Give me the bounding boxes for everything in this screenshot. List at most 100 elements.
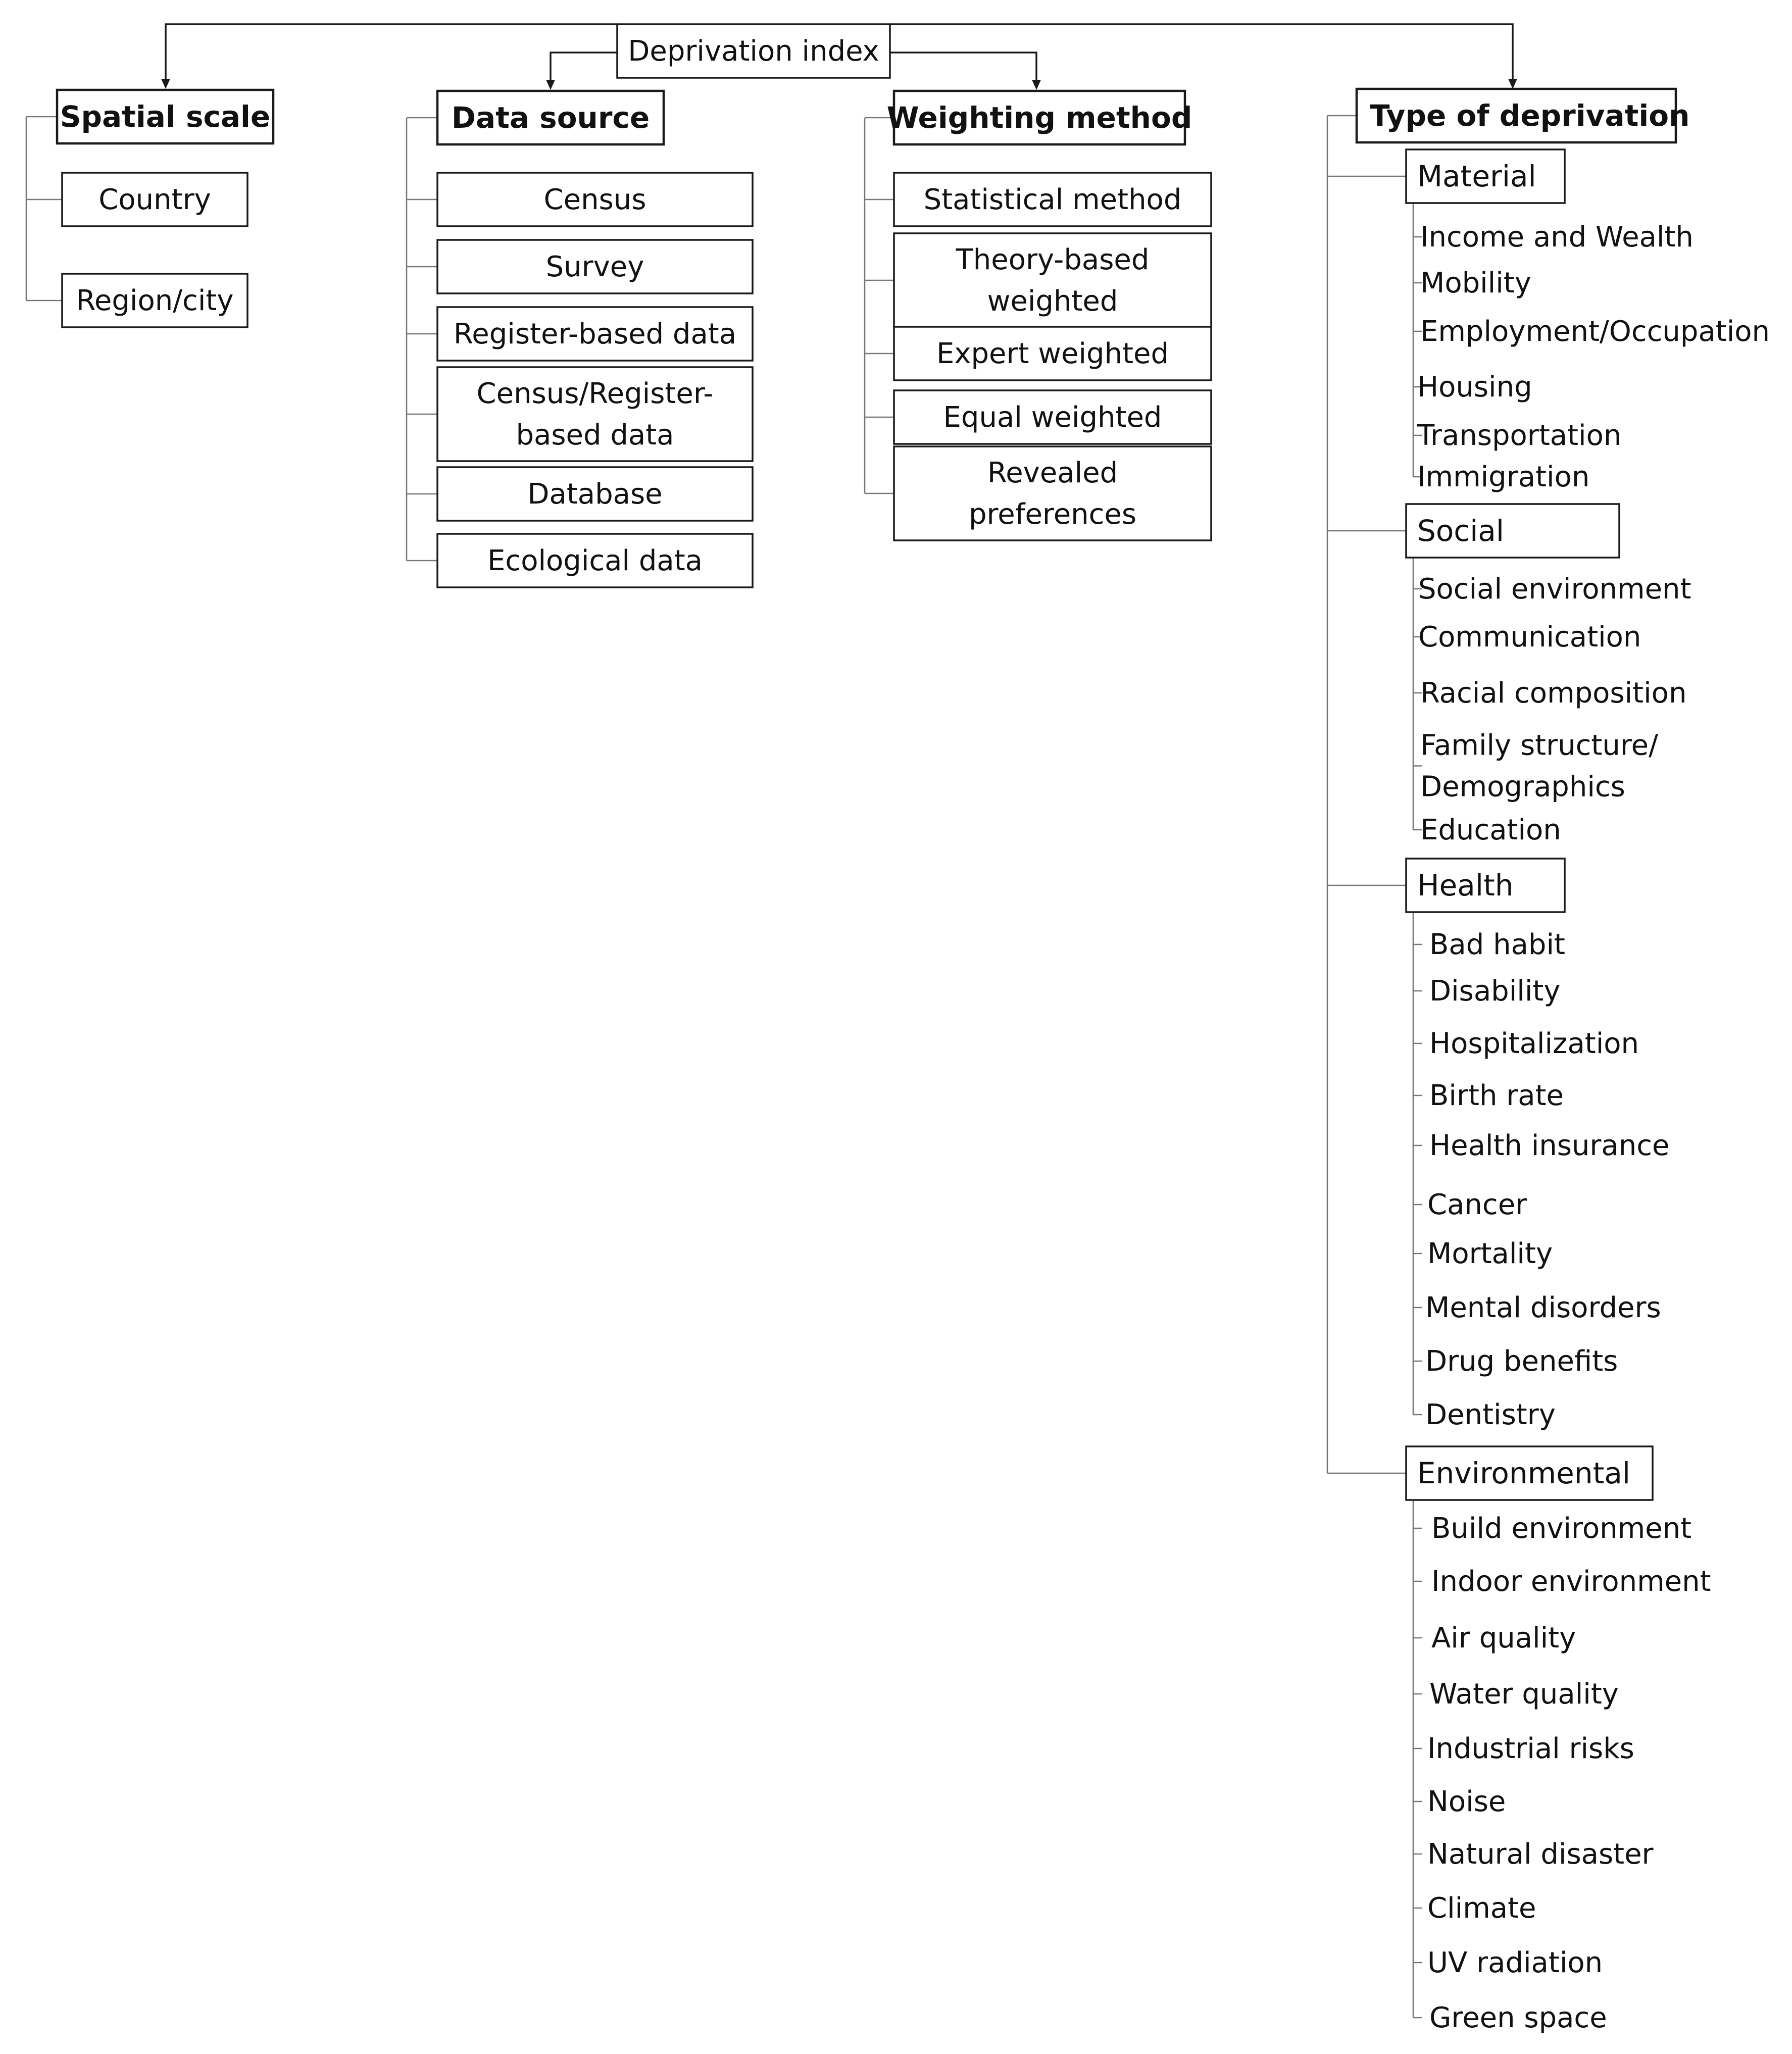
group-environmental-label: Environmental xyxy=(1417,1456,1630,1490)
group-material-frame xyxy=(1405,148,1566,204)
group-material-item-transportation: Transportation xyxy=(1417,419,1621,452)
group-environmental-item-natural-disaster: Natural disaster xyxy=(1427,1838,1654,1871)
weighting-method-item-equal-weighted-frame xyxy=(893,389,1212,445)
group-environmental-item-noise: Noise xyxy=(1427,1785,1506,1818)
root-node-deprivation-index-frame xyxy=(616,23,891,79)
data-source-item-census-frame xyxy=(436,172,754,227)
weighting-method-item-statistical-method-frame xyxy=(893,172,1212,227)
data-source-item-database: Database xyxy=(436,466,754,522)
group-health-item-mortality: Mortality xyxy=(1427,1237,1553,1270)
group-material-item-housing: Housing xyxy=(1417,371,1532,404)
weighting-method-item-expert-weighted-label: Expert weighted xyxy=(936,337,1169,370)
group-health-frame xyxy=(1405,858,1566,913)
data-source-item-ecological-data-frame xyxy=(436,533,754,588)
weighting-method-item-statistical-method-label: Statistical method xyxy=(924,183,1182,216)
group-health-label: Health xyxy=(1417,868,1513,903)
data-source-item-register-based-data-label: Register-based data xyxy=(454,318,736,350)
category-data-source-label: Data source xyxy=(452,101,650,135)
arrowhead-spatial-scale-icon xyxy=(161,79,170,89)
group-material-item-employment-occupation: Employment/Occupation xyxy=(1420,315,1770,348)
arrowhead-data-source-icon xyxy=(546,80,555,90)
group-health-item-bad-habit: Bad habit xyxy=(1429,928,1565,961)
group-social: Social xyxy=(1405,503,1620,559)
group-health-item-mental-disorders: Mental disorders xyxy=(1425,1291,1661,1324)
group-environmental-item-water-quality: Water quality xyxy=(1429,1678,1619,1711)
group-social-item-education: Education xyxy=(1420,814,1561,846)
category-type-of-deprivation-label: Type of deprivation xyxy=(1370,98,1689,133)
group-social-item-family-structure-demographics: Family structure/Demographics xyxy=(1420,729,1658,803)
group-environmental-frame xyxy=(1405,1445,1654,1501)
data-source-item-census-register-based-data-frame xyxy=(436,366,754,462)
category-type-of-deprivation-frame xyxy=(1355,87,1677,144)
group-environmental-item-climate: Climate xyxy=(1427,1892,1536,1925)
category-weighting-method-label: Weighting method xyxy=(887,101,1192,135)
group-social-label: Social xyxy=(1417,514,1504,548)
spatial-scale-item-country-frame xyxy=(61,172,248,227)
data-source-item-database-label: Database xyxy=(527,478,662,511)
group-material-item-immigration: Immigration xyxy=(1417,461,1589,493)
connector-root-type-of-deprivation xyxy=(890,23,1514,83)
data-source-item-ecological-data-label: Ecological data xyxy=(487,544,703,577)
category-spatial-scale-label: Spatial scale xyxy=(60,99,271,134)
weighting-method-item-theory-based-weighted-frame xyxy=(893,232,1212,328)
connector-root-spatial-scale xyxy=(165,23,617,83)
arrowhead-type-of-deprivation-icon xyxy=(1508,79,1517,89)
arrowhead-weighting-method-icon xyxy=(1032,80,1041,90)
category-spatial-scale-frame xyxy=(56,88,275,145)
group-material-item-income-and-wealth: Income and Wealth xyxy=(1420,221,1694,254)
category-type-of-deprivation: Type of deprivation xyxy=(1355,87,1689,144)
spatial-scale-item-region-city: Region/city xyxy=(61,273,248,328)
category-weighting-method-frame xyxy=(892,89,1186,146)
group-environmental-item-industrial-risks: Industrial risks xyxy=(1427,1732,1634,1765)
group-material-label: Material xyxy=(1417,159,1536,193)
spatial-scale-item-region-city-label: Region/city xyxy=(76,284,233,317)
weighting-method-item-equal-weighted-label: Equal weighted xyxy=(943,401,1162,434)
group-environmental-item-green-space: Green space xyxy=(1429,2001,1607,2034)
group-environmental-item-uv-radiation: UV radiation xyxy=(1427,1946,1603,1979)
data-source-item-survey-frame xyxy=(436,239,754,294)
data-source-item-census-label: Census xyxy=(544,183,646,216)
connector-root-weighting-method xyxy=(890,52,1037,85)
group-social-item-communication: Communication xyxy=(1418,621,1641,654)
group-environmental-item-build-environment: Build environment xyxy=(1431,1512,1691,1545)
data-source-item-ecological-data: Ecological data xyxy=(436,533,754,588)
root-node-deprivation-index-label: Deprivation index xyxy=(628,35,879,68)
group-health: Health xyxy=(1405,858,1566,913)
spatial-scale-item-region-city-frame xyxy=(61,273,248,328)
weighting-method-item-equal-weighted: Equal weighted xyxy=(893,389,1212,445)
group-health-item-cancer: Cancer xyxy=(1427,1188,1527,1221)
data-source-item-register-based-data-frame xyxy=(436,306,754,362)
connectors xyxy=(25,23,1517,2019)
data-source-item-survey: Survey xyxy=(436,239,754,294)
group-material: Material xyxy=(1405,148,1566,204)
group-social-item-racial-composition: Racial composition xyxy=(1420,677,1686,710)
group-health-item-drug-benefits: Drug benefits xyxy=(1425,1345,1618,1378)
category-spatial-scale: Spatial scale xyxy=(56,88,275,145)
group-social-item-social-environment: Social environment xyxy=(1418,573,1691,606)
group-health-item-health-insurance: Health insurance xyxy=(1429,1129,1669,1162)
group-health-item-disability: Disability xyxy=(1429,975,1561,1008)
group-environmental-item-indoor-environment: Indoor environment xyxy=(1431,1565,1711,1598)
data-source-item-register-based-data: Register-based data xyxy=(436,306,754,362)
weighting-method-item-expert-weighted-frame xyxy=(893,326,1212,381)
data-source-item-census-register-based-data-label: Census/Register-based data xyxy=(477,377,714,452)
group-environmental-item-air-quality: Air quality xyxy=(1431,1622,1576,1655)
category-weighting-method: Weighting method xyxy=(887,89,1192,146)
group-health-item-hospitalization: Hospitalization xyxy=(1429,1027,1639,1060)
root-node-deprivation-index: Deprivation index xyxy=(616,23,891,79)
data-source-item-census: Census xyxy=(436,172,754,227)
data-source-item-database-frame xyxy=(436,466,754,522)
weighting-method-item-statistical-method: Statistical method xyxy=(893,172,1212,227)
category-data-source-frame xyxy=(436,89,665,146)
weighting-method-item-expert-weighted: Expert weighted xyxy=(893,326,1212,381)
group-health-item-dentistry: Dentistry xyxy=(1425,1398,1556,1431)
category-data-source: Data source xyxy=(436,89,665,146)
data-source-item-survey-label: Survey xyxy=(546,251,644,283)
connector-root-data-source xyxy=(550,52,617,85)
group-health-item-birth-rate: Birth rate xyxy=(1429,1079,1564,1112)
data-source-item-census-register-based-data: Census/Register-based data xyxy=(436,366,754,462)
